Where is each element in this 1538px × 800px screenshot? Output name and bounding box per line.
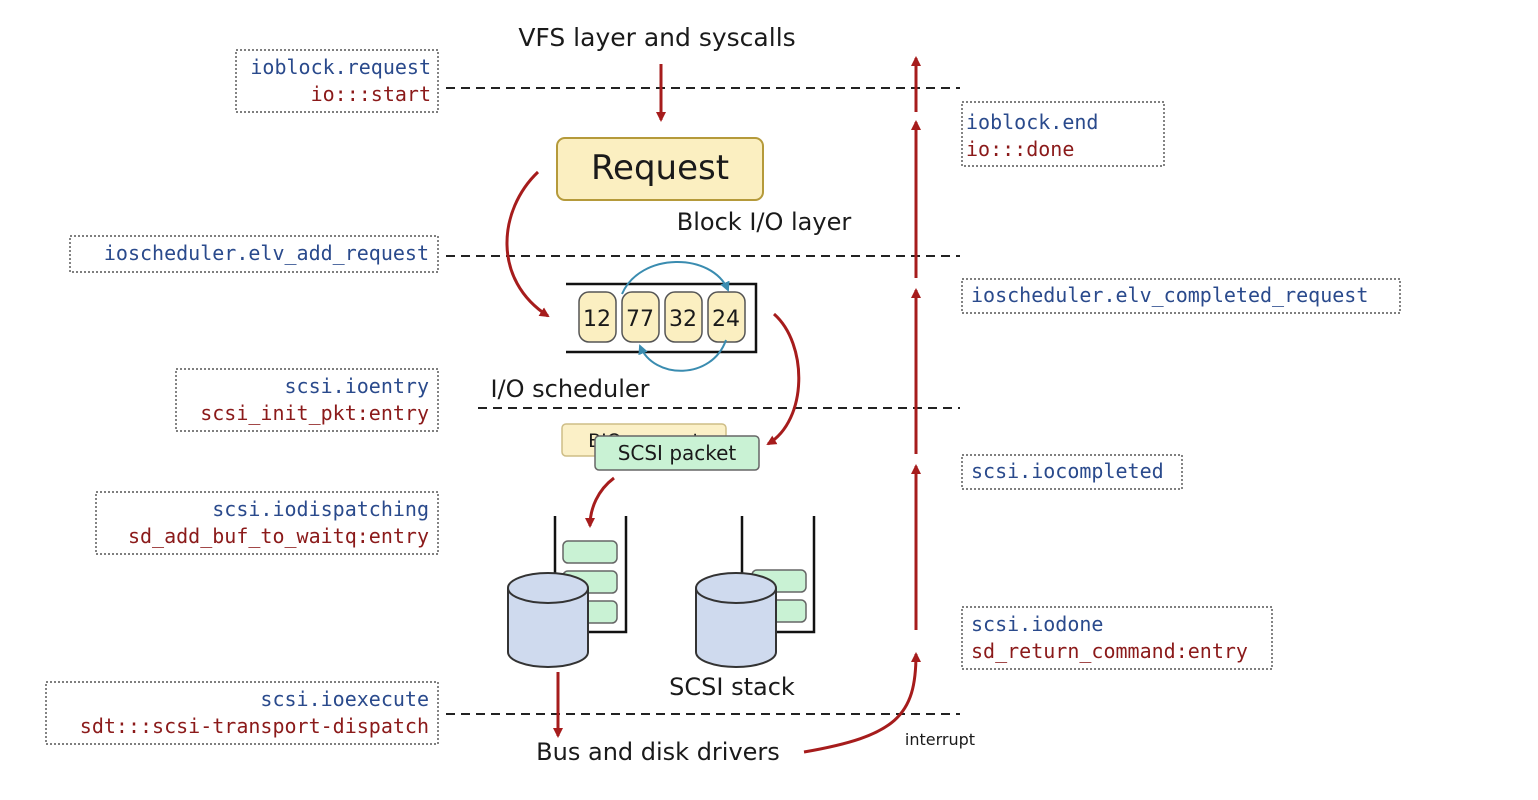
- queue-to-packet-arrow: [766, 312, 801, 446]
- packet-to-stack-arrow: [585, 476, 615, 528]
- svg-text:ioblock.request: ioblock.request: [250, 55, 431, 79]
- queue-value-2: 77: [626, 307, 654, 332]
- queue-value-1: 12: [583, 307, 611, 332]
- queue-value-4: 24: [712, 307, 740, 332]
- queue-cell-4: [707, 291, 746, 343]
- svg-text:io:::start: io:::start: [311, 82, 431, 106]
- request-label: Request: [591, 148, 729, 188]
- scsi-packet-box: [594, 435, 760, 471]
- reorder-arc-top-icon: [621, 261, 730, 295]
- reorder-arc-bottom-icon: [638, 339, 727, 372]
- queue-value-3: 32: [669, 307, 697, 332]
- request-box: [556, 137, 764, 201]
- scsi-stack-title: SCSI stack: [669, 673, 795, 701]
- svg-text:scsi.iodispatching: scsi.iodispatching: [212, 497, 429, 521]
- vfs-layer-title: VFS layer and syscalls: [518, 23, 795, 52]
- queue-cell-3: [664, 291, 703, 343]
- svg-text:scsi.iocompleted: scsi.iocompleted: [971, 459, 1164, 483]
- svg-text:ioblock.end: ioblock.end: [966, 110, 1098, 134]
- scheduler-queue-frame: [566, 282, 758, 354]
- probe-ioscheduler-elv-completed-request: ioscheduler.elv_completed_request: [961, 278, 1401, 314]
- scsi-packet-label: SCSI packet: [618, 441, 737, 465]
- right-disk-icon: [695, 572, 777, 668]
- svg-text:scsi.ioexecute: scsi.ioexecute: [260, 687, 429, 711]
- svg-text:sd_add_buf_to_waitq:entry: sd_add_buf_to_waitq:entry: [128, 524, 429, 548]
- queue-cell-2: [621, 291, 660, 343]
- interrupt-label: interrupt: [905, 730, 975, 749]
- svg-text:ioscheduler.elv_completed_requ: ioscheduler.elv_completed_request: [971, 283, 1368, 307]
- probe-ioblock-end: ioblock.end io:::done: [961, 101, 1165, 167]
- block-io-layer-title: Block I/O layer: [677, 208, 852, 236]
- bus-drivers-title: Bus and disk drivers: [536, 738, 780, 766]
- svg-text:sdt:::scsi-transport-dispatch: sdt:::scsi-transport-dispatch: [80, 714, 429, 738]
- svg-text:scsi.ioentry: scsi.ioentry: [285, 374, 430, 398]
- svg-text:ioscheduler.elv_add_request: ioscheduler.elv_add_request: [104, 241, 429, 265]
- probe-ioblock-request: ioblock.request io:::start: [235, 49, 439, 113]
- left-disk-icon: [507, 572, 589, 668]
- probe-scsi-iodone: scsi.iodone sd_return_command:entry: [961, 606, 1273, 670]
- probe-scsi-iocompleted: scsi.iocompleted: [961, 454, 1183, 490]
- left-stack-packet-1: [562, 540, 618, 564]
- io-scheduler-title: I/O scheduler: [490, 375, 649, 403]
- probe-scsi-ioexecute: scsi.ioexecute sdt:::scsi-transport-disp…: [45, 681, 439, 745]
- probe-scsi-iodispatching: scsi.iodispatching sd_add_buf_to_waitq:e…: [95, 491, 439, 555]
- probe-scsi-ioentry: scsi.ioentry scsi_init_pkt:entry: [175, 368, 439, 432]
- svg-text:scsi.iodone: scsi.iodone: [971, 612, 1103, 636]
- svg-text:io:::done: io:::done: [966, 137, 1074, 161]
- interrupt-arrow: [803, 652, 921, 754]
- svg-text:sd_return_command:entry: sd_return_command:entry: [971, 639, 1248, 663]
- request-to-queue-arrow: [505, 170, 550, 318]
- queue-cell-1: [578, 291, 617, 343]
- probe-ioscheduler-elv-add-request: ioscheduler.elv_add_request: [69, 235, 439, 273]
- svg-text:scsi_init_pkt:entry: scsi_init_pkt:entry: [200, 401, 429, 425]
